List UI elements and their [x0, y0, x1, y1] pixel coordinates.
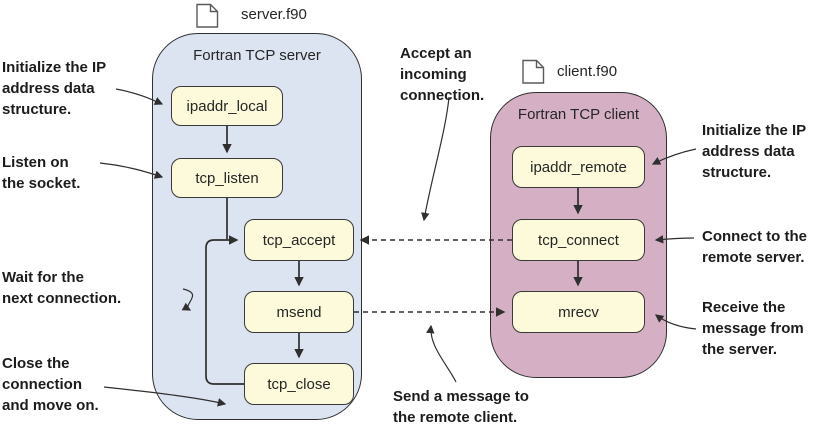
- server-title: Fortran TCP server: [193, 47, 321, 64]
- pointer-receive-message: [654, 314, 697, 330]
- node-tcp-connect: tcp_connect: [512, 219, 645, 261]
- node-tcp-close: tcp_close: [244, 363, 354, 405]
- pointer-listen-socket: [99, 162, 164, 179]
- server-file-icon: [196, 3, 219, 28]
- annotation-send-message: Send a message to the remote client.: [393, 388, 529, 426]
- pointer-send-message: [426, 324, 457, 383]
- pointer-initialize-ip-server: [115, 88, 164, 105]
- node-tcp-accept: tcp_accept: [244, 219, 354, 261]
- node-tcp-listen: tcp_listen: [171, 158, 283, 198]
- client-file-icon: [522, 59, 545, 84]
- annotation-initialize-ip-server: Initialize the IP address data structure…: [2, 59, 107, 118]
- annotation-receive-message: Receive the message from the server.: [702, 299, 804, 358]
- annotation-connect-remote: Connect to the remote server.: [702, 228, 807, 266]
- pointer-wait-next-connection: [181, 288, 194, 311]
- client-title: Fortran TCP client: [517, 106, 640, 123]
- annotation-close-connection: Close the connection and move on.: [2, 355, 99, 414]
- arrow-loop-tcp-close-to-tcp-accept: [205, 235, 244, 385]
- annotation-initialize-ip-client: Initialize the IP address data structure…: [702, 122, 807, 181]
- annotation-wait-next-connection: Wait for the next connection.: [2, 269, 122, 307]
- annotation-accept-incoming: Accept an incoming connection.: [400, 45, 485, 104]
- pointer-close-connection: [103, 386, 227, 407]
- node-mrecv: mrecv: [512, 291, 645, 333]
- server-file-label: server.f90: [241, 6, 307, 23]
- client-file-label: client.f90: [557, 63, 618, 80]
- node-msend: msend: [244, 291, 354, 333]
- pointer-connect-remote: [654, 235, 695, 244]
- annotation-listen-socket: Listen on the socket.: [2, 154, 81, 192]
- pointer-initialize-ip-client: [651, 148, 697, 165]
- node-ipaddr-remote: ipaddr_remote: [512, 146, 645, 188]
- pointer-accept-incoming: [421, 96, 450, 222]
- node-ipaddr-local: ipaddr_local: [171, 86, 283, 126]
